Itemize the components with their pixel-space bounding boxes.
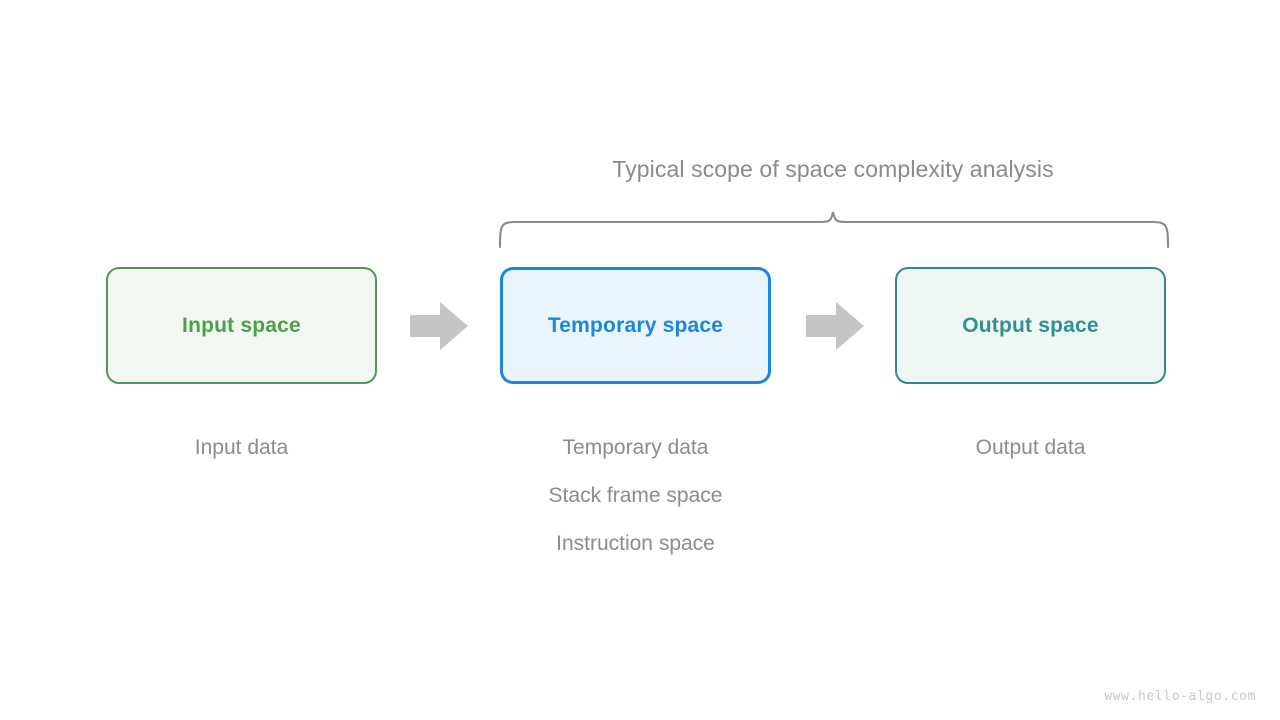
brace-title: Typical scope of space complexity analys… — [612, 156, 1054, 182]
caption-line: Output data — [975, 436, 1086, 459]
curly-brace-icon — [498, 211, 1170, 249]
arrow-right-icon — [806, 302, 864, 350]
box-output-space[interactable]: Output space — [895, 267, 1166, 384]
caption-group-input: Input data — [106, 424, 377, 472]
box-input-space[interactable]: Input space — [106, 267, 377, 384]
arrow-right-icon — [410, 302, 468, 350]
caption-line: Instruction space — [556, 532, 715, 555]
box-temporary-space[interactable]: Temporary space — [500, 267, 771, 384]
caption-group-output: Output data — [895, 424, 1166, 472]
caption-group-temporary: Temporary data Stack frame space Instruc… — [500, 424, 771, 568]
caption-line: Input data — [194, 436, 289, 459]
caption-line: Stack frame space — [548, 484, 723, 507]
watermark: www.hello-algo.com — [1104, 689, 1256, 704]
caption-line: Temporary data — [562, 436, 709, 459]
